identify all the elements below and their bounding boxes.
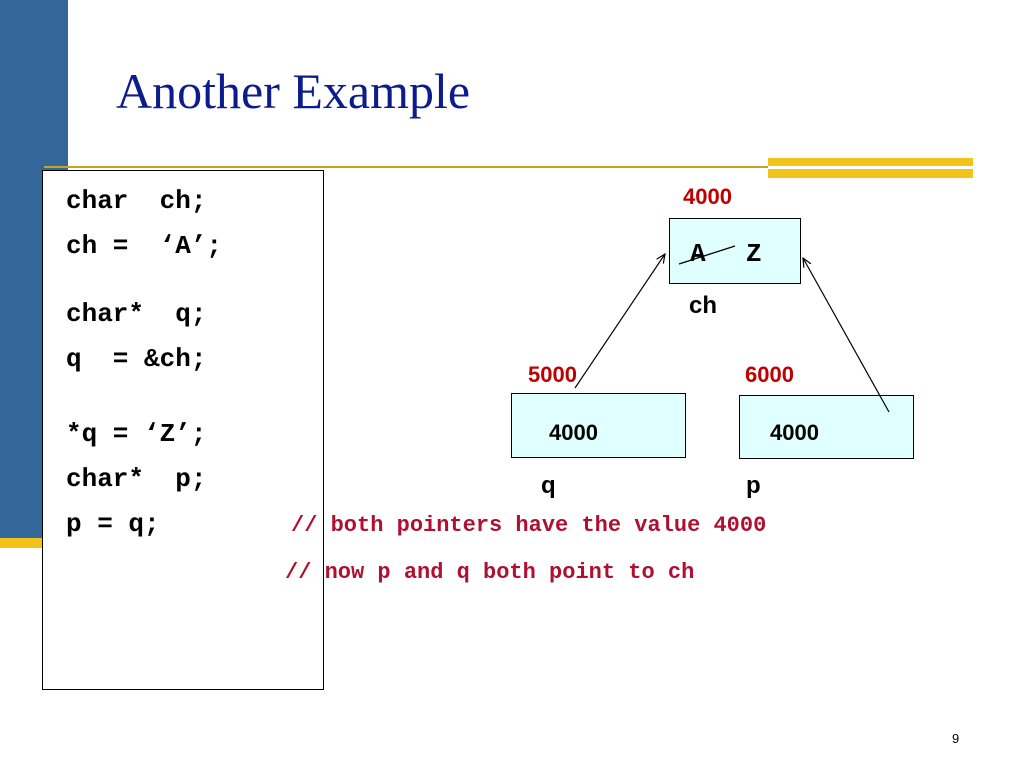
q-value: 4000 <box>549 420 598 445</box>
code-line: *q = ‘Z’; <box>66 419 207 449</box>
p-address: 6000 <box>745 362 794 387</box>
code-line: char* q; <box>66 299 207 329</box>
code-comment: // now p and q both point to ch <box>285 560 695 585</box>
slide-title: Another Example <box>116 63 471 119</box>
strike-through-old-value <box>678 245 736 265</box>
p-value: 4000 <box>770 420 819 445</box>
p-label: p <box>746 472 761 499</box>
ch-address: 4000 <box>683 184 732 209</box>
ch-old-value: A <box>690 239 706 269</box>
code-line: char* p; <box>66 464 207 494</box>
page-number: 9 <box>952 731 960 746</box>
code-line: q = &ch; <box>66 344 207 374</box>
left-accent-gold-stripe <box>0 538 68 548</box>
code-box <box>42 170 324 690</box>
title-rule <box>44 166 972 168</box>
q-label: q <box>541 472 556 499</box>
code-comment: // both pointers have the value 4000 <box>291 513 767 538</box>
q-pointer-arrow <box>574 254 665 389</box>
p-pointer-arrow <box>803 258 890 413</box>
ch-new-value: Z <box>746 239 762 269</box>
code-line: p = q; <box>66 509 160 539</box>
q-memory-cell <box>511 393 686 458</box>
ch-label: ch <box>689 292 718 319</box>
q-address: 5000 <box>528 362 577 387</box>
title-rule-accent-line <box>768 166 973 169</box>
ch-memory-cell <box>669 218 801 284</box>
code-line: char ch; <box>66 186 207 216</box>
code-line: ch = ‘A’; <box>66 231 223 261</box>
